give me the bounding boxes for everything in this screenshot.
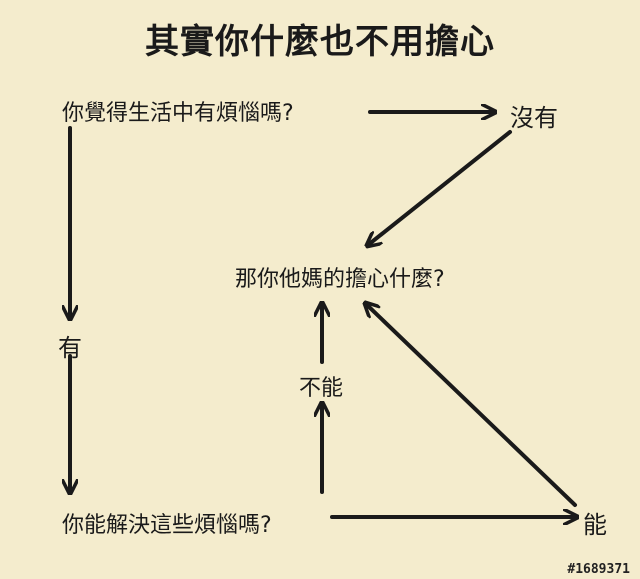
- node-answer-yes: 有: [58, 334, 82, 362]
- node-answer-can: 能: [583, 511, 607, 539]
- arrow-can-to-worry: [366, 304, 577, 507]
- node-answer-cannot: 不能: [299, 376, 344, 401]
- node-worry-what: 那你他媽的擔心什麼?: [235, 267, 445, 292]
- arrow-no-to-worry: [368, 130, 512, 245]
- page-title: 其實你什麼也不用擔心: [145, 22, 495, 62]
- node-question-solve: 你能解決這些煩惱嗎?: [62, 513, 272, 538]
- watermark-id: #1689371: [567, 562, 630, 577]
- node-answer-no: 沒有: [510, 104, 558, 132]
- node-question-troubles: 你覺得生活中有煩惱嗎?: [62, 101, 294, 126]
